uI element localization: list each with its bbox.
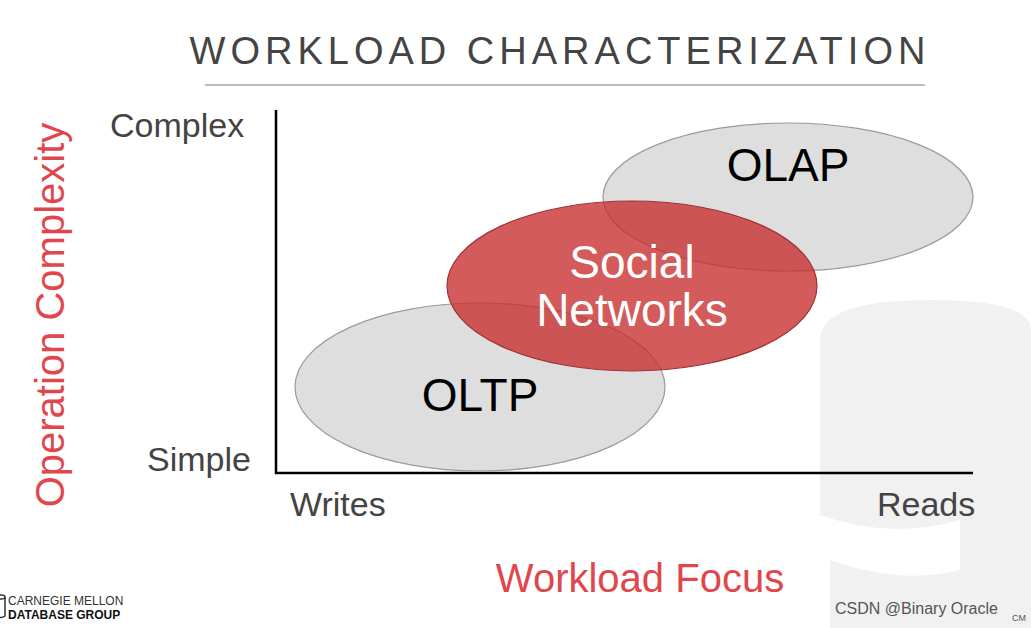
ellipse-shape [295,303,665,471]
database-watermark [820,300,1031,628]
axis-tick: Reads [877,487,975,521]
axis-title: Operation Complexity [30,123,70,508]
x-axis [275,472,973,475]
watermark: CM [1012,614,1026,623]
axis-title: Workload Focus [496,558,784,598]
title-rule [205,84,925,86]
ellipse-shape [447,201,817,371]
axis-tick: Writes [290,487,386,521]
logo-text: CARNEGIE MELLON [8,595,123,607]
axis-tick: Simple [147,442,251,476]
axis-tick: Complex [110,108,244,142]
slide-title: WORKLOAD CHARACTERIZATION [190,32,931,70]
node-label: Social Networks [502,238,762,335]
y-axis [275,110,278,474]
social-ellipse: Social Networks [446,200,818,372]
watermark: CSDN @Binary Oracle [835,601,998,617]
logo-text: DATABASE GROUP [8,609,120,621]
logo-icon [0,595,5,618]
node-label: OLTP [422,371,539,419]
node-label: OLAP [727,141,850,189]
